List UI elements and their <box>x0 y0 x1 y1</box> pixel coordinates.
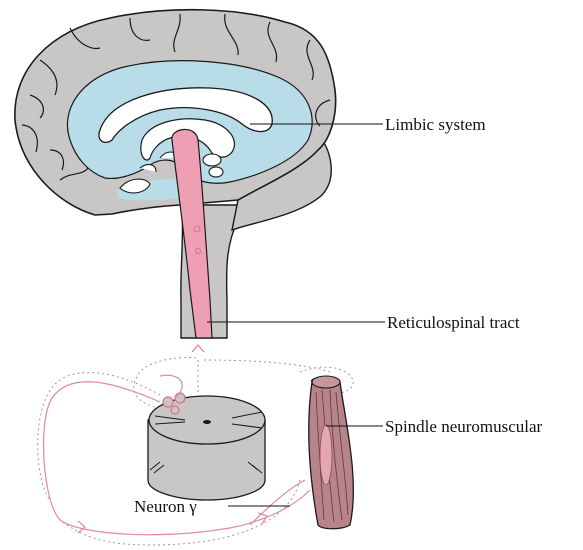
spindle-neuromuscular-label: Spindle neuromuscular <box>385 417 543 436</box>
brain <box>15 10 336 338</box>
limbic-system-label: Limbic system <box>385 115 486 134</box>
muscle <box>309 376 354 529</box>
reticulospinal-tract-label: Reticulospinal tract <box>387 313 520 332</box>
neuron-gamma-label: Neuron γ <box>134 497 197 516</box>
spinal-segment <box>148 393 265 500</box>
spindle-fiber <box>320 425 332 485</box>
up-arrow <box>192 345 204 352</box>
